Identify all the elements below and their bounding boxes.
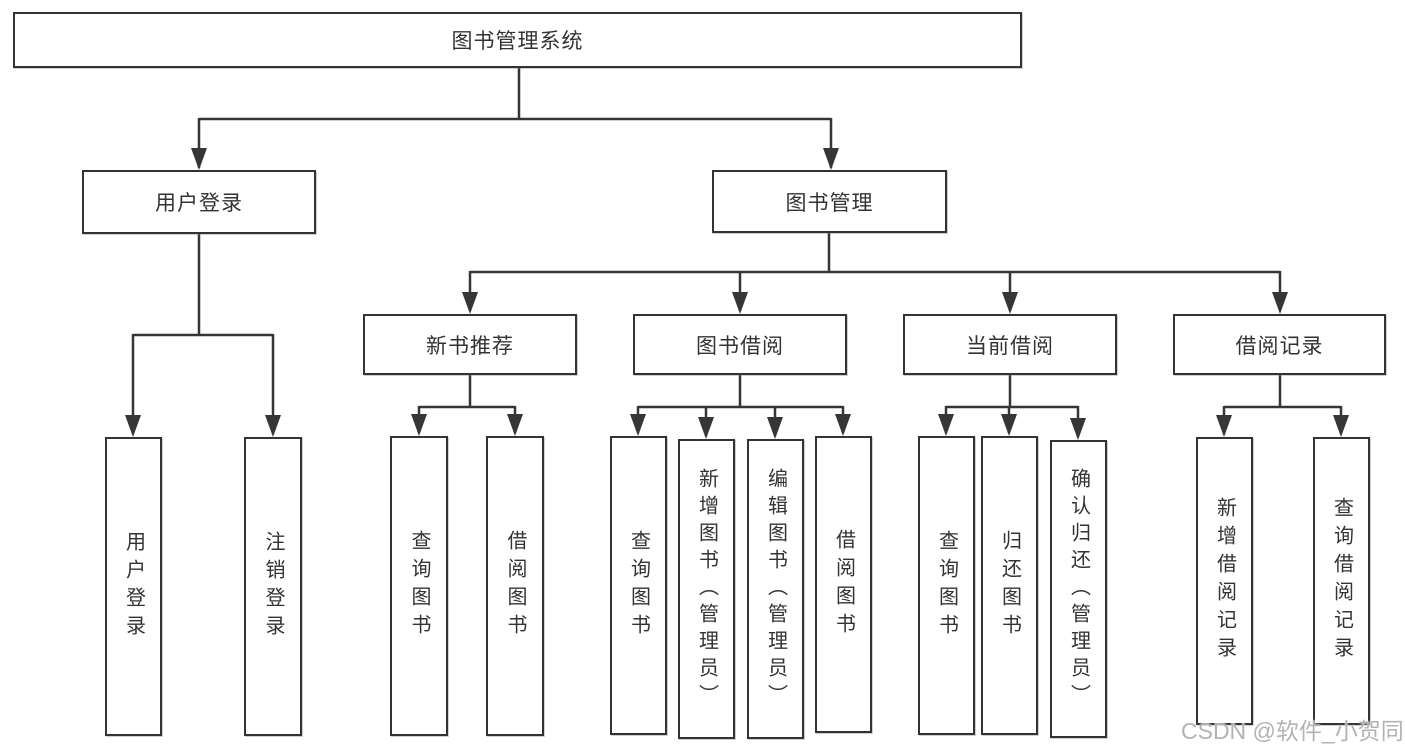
leaf-user-login: 用户登录 — [105, 437, 162, 736]
leaf-borrowing-add-book-admin-label: 新增图书（管理员） — [695, 467, 718, 711]
leaf-current-return-book: 归还图书 — [981, 436, 1038, 735]
node-new-book-recommend-label: 新书推荐 — [426, 334, 514, 358]
leaf-recommend-query-book: 查询图书 — [390, 436, 448, 736]
leaf-user-login-label: 用户登录 — [122, 530, 145, 643]
leaf-records-add-record-label: 新增借阅记录 — [1213, 497, 1236, 665]
watermark: CSDN @软件_小贺同学 — [1181, 718, 1405, 744]
leaf-current-confirm-return-admin-label: 确认归还（管理员） — [1067, 467, 1090, 711]
leaf-borrowing-borrow-book-label: 借阅图书 — [832, 528, 855, 641]
leaf-current-confirm-return-admin: 确认归还（管理员） — [1050, 440, 1107, 738]
node-user-login: 用户登录 — [82, 170, 316, 234]
leaf-borrowing-add-book-admin: 新增图书（管理员） — [678, 439, 735, 739]
node-root: 图书管理系统 — [13, 12, 1022, 68]
leaf-current-query-book: 查询图书 — [918, 436, 975, 735]
node-root-label: 图书管理系统 — [451, 30, 584, 53]
node-current-borrowing: 当前借阅 — [903, 314, 1117, 375]
node-book-management-label: 图书管理 — [785, 191, 874, 215]
node-borrowing-records-label: 借阅记录 — [1235, 334, 1324, 358]
node-book-borrowing-label: 图书借阅 — [696, 334, 784, 358]
node-new-book-recommend: 新书推荐 — [363, 314, 577, 375]
leaf-recommend-borrow-book: 借阅图书 — [486, 436, 544, 736]
leaf-borrowing-query-book: 查询图书 — [610, 436, 667, 735]
node-user-login-label: 用户登录 — [155, 192, 243, 215]
leaf-borrowing-edit-book-admin-label: 编辑图书（管理员） — [764, 467, 787, 711]
leaf-recommend-borrow-book-label: 借阅图书 — [504, 530, 526, 642]
leaf-logout: 注销登录 — [244, 437, 302, 736]
leaf-logout-label: 注销登录 — [262, 530, 284, 643]
leaf-borrowing-query-book-label: 查询图书 — [627, 529, 650, 642]
leaf-recommend-query-book-label: 查询图书 — [408, 530, 430, 642]
leaf-borrowing-edit-book-admin: 编辑图书（管理员） — [747, 439, 804, 739]
node-borrowing-records: 借阅记录 — [1173, 314, 1386, 375]
node-current-borrowing-label: 当前借阅 — [966, 334, 1054, 358]
leaf-current-return-book-label: 归还图书 — [998, 529, 1021, 642]
node-book-borrowing: 图书借阅 — [633, 314, 847, 375]
leaf-records-add-record: 新增借阅记录 — [1196, 437, 1253, 725]
leaf-borrowing-borrow-book: 借阅图书 — [815, 436, 872, 733]
node-book-management: 图书管理 — [712, 170, 947, 233]
leaf-records-query-record: 查询借阅记录 — [1313, 437, 1370, 725]
leaf-current-query-book-label: 查询图书 — [935, 529, 958, 642]
leaf-records-query-record-label: 查询借阅记录 — [1330, 497, 1353, 665]
